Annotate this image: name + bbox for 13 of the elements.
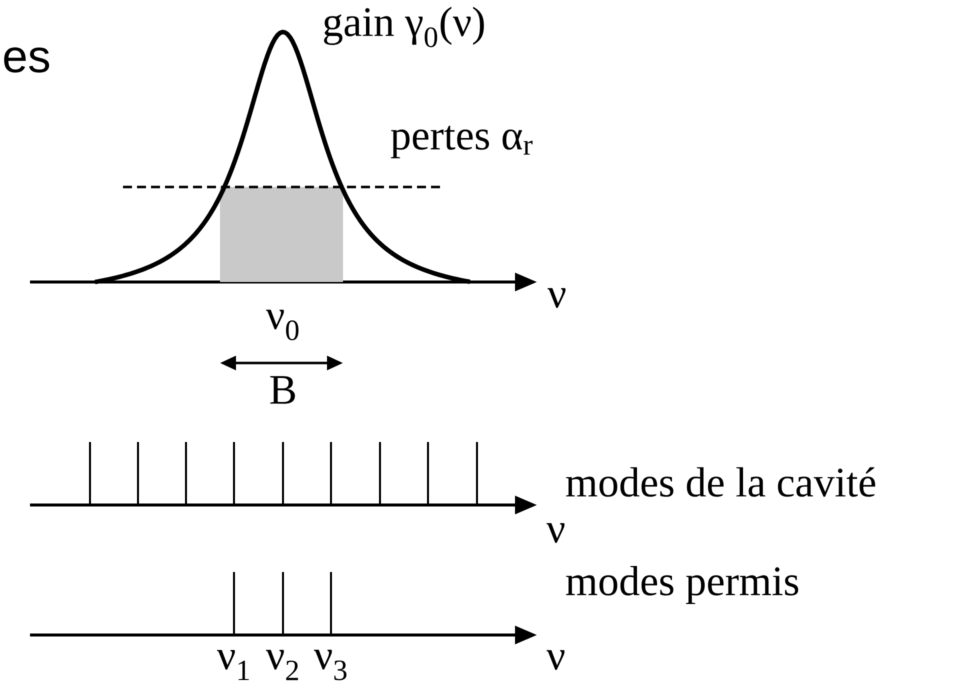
series-label: modes permis [566, 566, 798, 604]
curve-label: pertes α$_{r}$ [390, 126, 533, 158]
series-label: modes de la cavité [566, 467, 876, 497]
bandwidth-label: B [270, 376, 295, 404]
tick-label: ν$_{2}$ [266, 650, 298, 680]
axis-label: ν [546, 650, 565, 670]
curve-label: gain γ$_{0}$(ν) [324, 6, 484, 48]
tick-label: ν$_{1}$ [217, 650, 249, 680]
axis-label: ν [546, 523, 565, 543]
axis-label: ν [548, 288, 566, 308]
tick-label: ν$_{3}$ [314, 650, 346, 680]
title-fragment: es [4, 47, 50, 73]
tick-label: ν$_{0}$ [266, 310, 298, 340]
